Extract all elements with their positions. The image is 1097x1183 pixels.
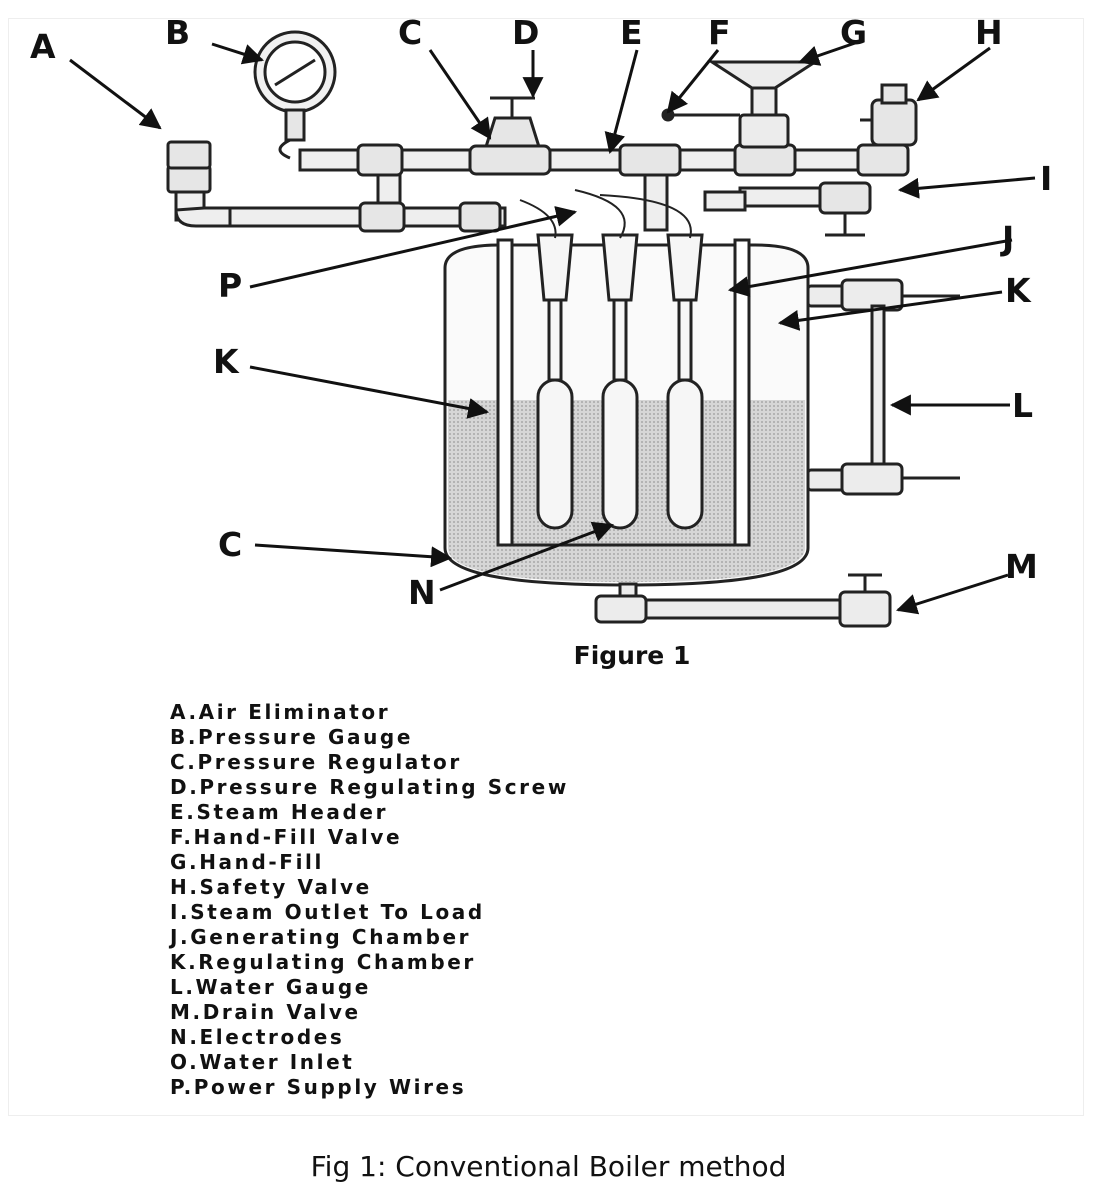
legend-item: I.Steam Outlet To Load <box>170 900 485 924</box>
legend-item: L.Water Gauge <box>170 975 371 999</box>
legend-item: N.Electrodes <box>170 1025 345 1049</box>
callout-k-left: K <box>213 342 240 381</box>
callout-c: C <box>398 13 422 52</box>
callout-k-right: K <box>1005 271 1032 310</box>
callout-h: H <box>975 13 1003 52</box>
water-gauge <box>806 278 960 496</box>
callout-c-lower: C <box>218 525 242 564</box>
callout-g: G <box>840 13 867 52</box>
callout-e: E <box>620 13 643 52</box>
callout-arrows <box>69 40 1036 615</box>
callout-p: P <box>218 266 242 305</box>
legend-item: E.Steam Header <box>170 800 389 824</box>
callout-n: N <box>408 573 436 612</box>
pressure-gauge <box>253 30 337 160</box>
pressure-regulator <box>468 96 552 176</box>
legend-item: B.Pressure Gauge <box>170 725 413 749</box>
legend-item: M.Drain Valve <box>170 1000 361 1024</box>
legend-item: H.Safety Valve <box>170 875 372 899</box>
legend-item: G.Hand-Fill <box>170 850 324 874</box>
legend-item: J.Generating Chamber <box>170 925 472 949</box>
callout-f: F <box>708 13 731 52</box>
safety-valve <box>860 83 918 147</box>
figure-caption: Fig 1: Conventional Boiler method <box>310 1150 787 1183</box>
callout-l: L <box>1012 386 1033 425</box>
drain-pipe <box>594 573 892 628</box>
legend-item: D.Pressure Regulating Screw <box>170 775 569 799</box>
component-legend: A.Air Eliminator B.Pressure Gauge C.Pres… <box>170 700 569 1100</box>
callout-a: A <box>30 27 56 66</box>
callout-j: J <box>1000 219 1014 258</box>
legend-item: P.Power Supply Wires <box>170 1075 467 1099</box>
callout-letters: A B C D E F G H I J K P K L C N M <box>30 13 1052 612</box>
legend-item: A.Air Eliminator <box>170 700 391 724</box>
legend-item: K.Regulating Chamber <box>170 950 476 974</box>
outlet-valve <box>818 181 872 237</box>
legend-item: C.Pressure Regulator <box>170 750 462 774</box>
figure-title: Figure 1 <box>574 641 691 670</box>
callout-d: D <box>512 13 539 52</box>
callout-i: I <box>1040 159 1052 198</box>
hand-fill-funnel <box>661 60 821 149</box>
callout-b: B <box>165 13 190 52</box>
electrodes <box>536 233 704 530</box>
legend-item: F.Hand-Fill Valve <box>170 825 403 849</box>
callout-m: M <box>1005 547 1038 586</box>
legend-item: O.Water Inlet <box>170 1050 355 1074</box>
